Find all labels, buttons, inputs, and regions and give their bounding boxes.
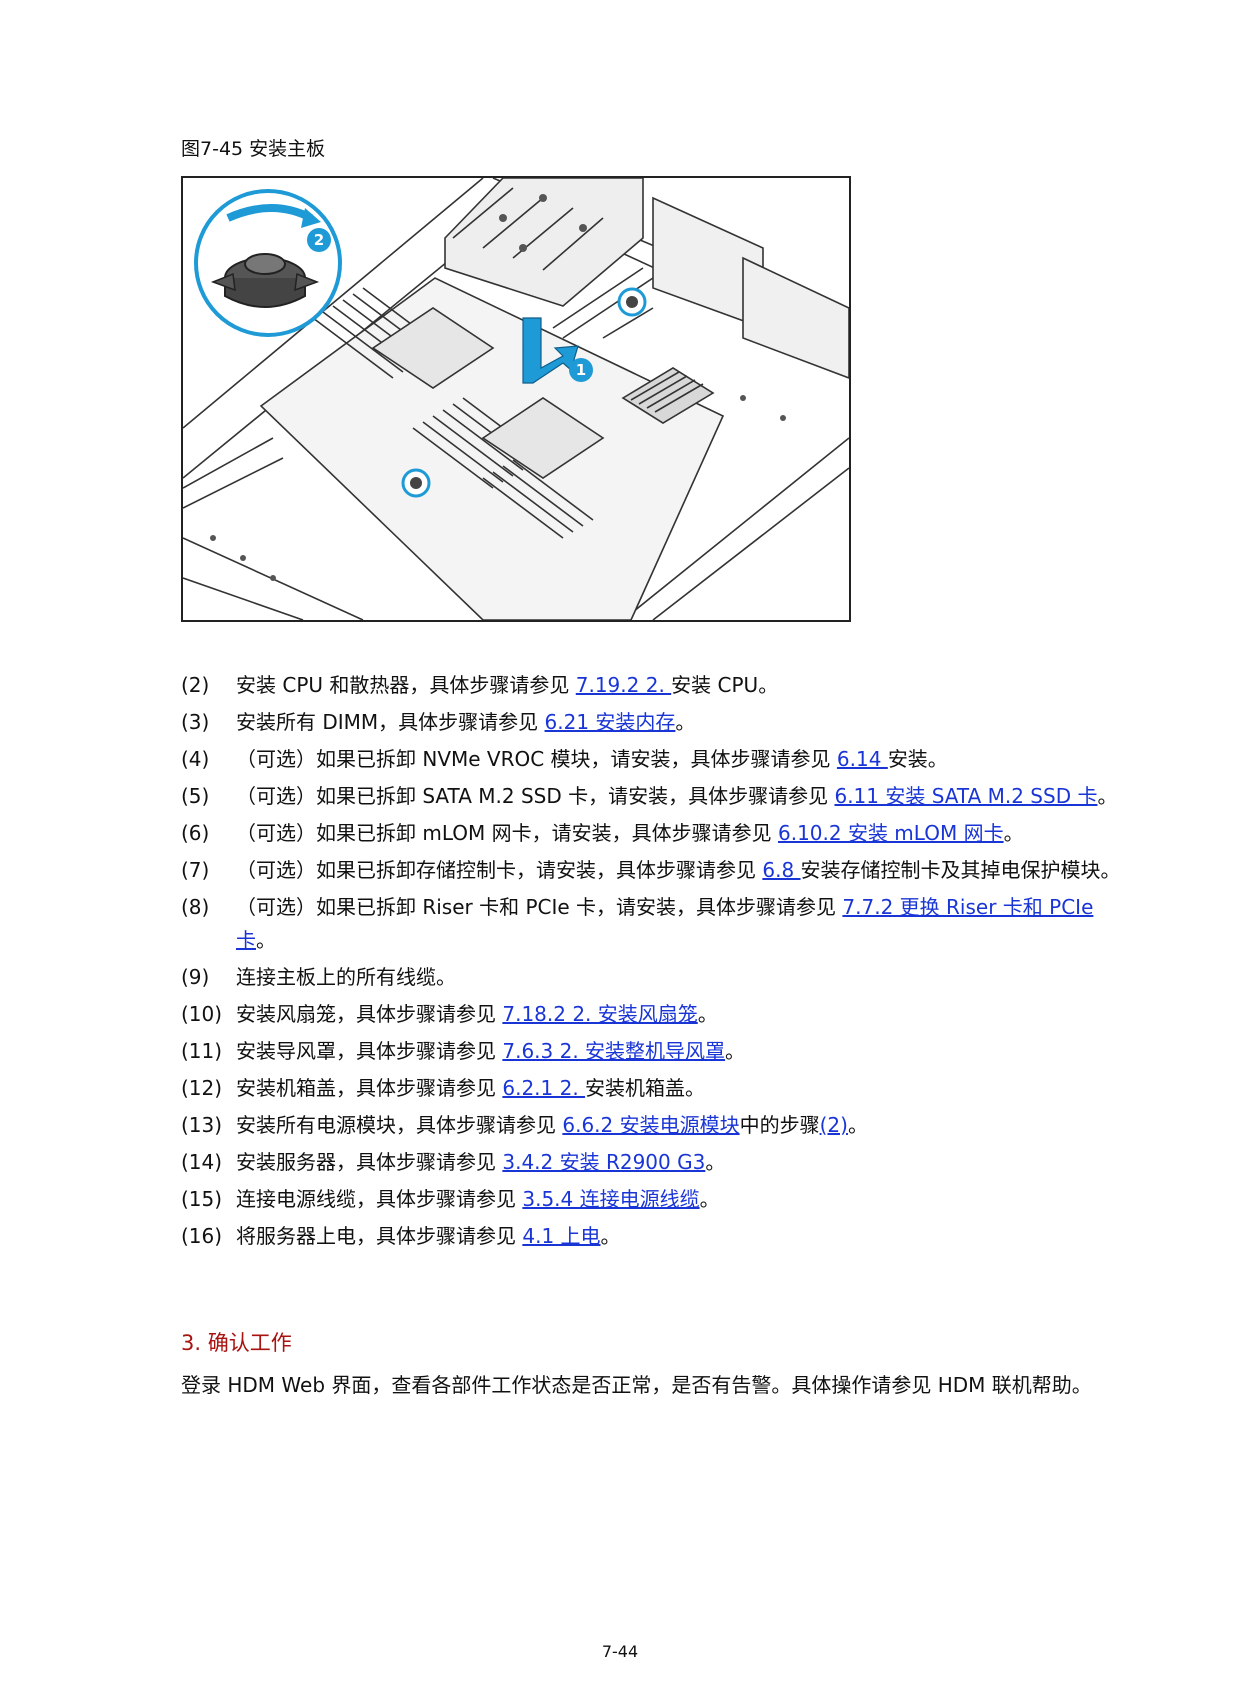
step-text: 将服务器上电，具体步骤请参见 (236, 1224, 523, 1248)
step-number: (9) (181, 965, 210, 989)
step-number: (11) (181, 1039, 223, 1063)
step-item: (6) （可选）如果已拆卸 mLOM 网卡，请安装，具体步骤请参见 6.10.2 … (181, 817, 1121, 850)
step-text: 安装 CPU。 (671, 673, 779, 697)
step-item: (14) 安装服务器，具体步骤请参见 3.4.2 安装 R2900 G3。 (181, 1146, 1121, 1179)
step-number: (2) (181, 673, 210, 697)
step-text: 安装所有 DIMM，具体步骤请参见 (236, 710, 545, 734)
step-text: 安装机箱盖。 (585, 1076, 706, 1100)
step-number: (10) (181, 1002, 223, 1026)
page-number: 7-44 (601, 1642, 639, 1661)
cross-reference-link[interactable]: 3.5.4 连接电源线缆 (522, 1187, 700, 1211)
step-text: （可选）如果已拆卸 SATA M.2 SSD 卡，请安装，具体步骤请参见 (236, 784, 835, 808)
step-text: 。 (725, 1039, 746, 1063)
cross-reference-link[interactable]: (2) (819, 1113, 848, 1137)
step-number: (4) (181, 747, 210, 771)
step-text: （可选）如果已拆卸 NVMe VROC 模块，请安装，具体步骤请参见 (236, 747, 837, 771)
cross-reference-link[interactable]: 4.1 上电 (522, 1224, 601, 1248)
step-text: （可选）如果已拆卸 Riser 卡和 PCIe 卡，请安装，具体步骤请参见 (236, 895, 843, 919)
step-text: （可选）如果已拆卸 mLOM 网卡，请安装，具体步骤请参见 (236, 821, 778, 845)
step-text: 。 (705, 1150, 726, 1174)
step-item: (8) （可选）如果已拆卸 Riser 卡和 PCIe 卡，请安装，具体步骤请参见… (181, 891, 1121, 957)
step-text: 。 (675, 710, 696, 734)
step-number: (7) (181, 858, 210, 882)
step-text: 。 (256, 928, 276, 952)
step-item: (5)（可选）如果已拆卸 SATA M.2 SSD 卡，请安装，具体步骤请参见 … (181, 780, 1121, 813)
step-number: (5) (181, 784, 210, 808)
step-item: (12) 安装机箱盖，具体步骤请参见 6.2.1 2. 安装机箱盖。 (181, 1072, 1121, 1105)
step-number: (3) (181, 710, 210, 734)
step-text: 。 (1097, 784, 1118, 808)
section-heading: 3. 确认工作 (181, 1331, 292, 1355)
step-item: (10) 安装风扇笼，具体步骤请参见 7.18.2 2. 安装风扇笼。 (181, 998, 1121, 1031)
step-text: 安装存储控制卡及其掉电保护模块。 (800, 858, 1121, 882)
step-text: 。 (847, 1113, 868, 1137)
step-number: (12) (181, 1076, 223, 1100)
cross-reference-link[interactable]: 6.11 安装 SATA M.2 SSD 卡 (834, 784, 1098, 808)
step-text: 连接主板上的所有线缆。 (236, 965, 456, 989)
step-item: (9) 连接主板上的所有线缆。 (181, 961, 1121, 994)
step-text: 安装机箱盖，具体步骤请参见 (236, 1076, 503, 1100)
cross-reference-link[interactable]: 6.14 (836, 747, 888, 771)
step-text: 中的步骤 (739, 1113, 820, 1137)
step-item: (2) 安装 CPU 和散热器，具体步骤请参见 7.19.2 2. 安装 CPU。 (181, 669, 1121, 702)
step-number: (14) (181, 1150, 223, 1174)
cross-reference-link[interactable]: 7.7.2 更换 Riser 卡和 PCIe 卡 (236, 895, 1094, 952)
procedure-step-list: (2) 安装 CPU 和散热器，具体步骤请参见 7.19.2 2. 安装 CPU。… (181, 669, 1121, 1257)
cross-reference-link[interactable]: 6.21 安装内存 (544, 710, 676, 734)
step-text: 安装所有电源模块，具体步骤请参见 (236, 1113, 563, 1137)
step-text: 安装 CPU 和散热器，具体步骤请参见 (236, 673, 576, 697)
step-text: 安装风扇笼，具体步骤请参见 (236, 1002, 503, 1026)
figure-caption: 图7-45 安装主板 (181, 138, 326, 160)
body-paragraph: 登录 HDM Web 界面，查看各部件工作状态是否正常，是否有告警。具体操作请参… (181, 1373, 1092, 1397)
cross-reference-link[interactable]: 6.6.2 安装电源模块 (562, 1113, 740, 1137)
step-number: (16) (181, 1224, 223, 1248)
step-number: (13) (181, 1113, 223, 1137)
cross-reference-link[interactable]: 7.18.2 2. 安装风扇笼 (502, 1002, 698, 1026)
step-item: (15) 连接电源线缆，具体步骤请参见 3.5.4 连接电源线缆。 (181, 1183, 1121, 1216)
cross-reference-link[interactable]: 3.4.2 安装 R2900 G3 (502, 1150, 706, 1174)
cross-reference-link[interactable]: 6.8 (762, 858, 801, 882)
step-item: (3) 安装所有 DIMM，具体步骤请参见 6.21 安装内存。 (181, 706, 1121, 739)
cross-reference-link[interactable]: 6.2.1 2. (502, 1076, 586, 1100)
motherboard-illustration: 1 2 (181, 176, 851, 622)
step-item: (7) （可选）如果已拆卸存储控制卡，请安装，具体步骤请参见 6.8 安装存储控制… (181, 854, 1121, 887)
step-number: (15) (181, 1187, 223, 1211)
step-text: （可选）如果已拆卸存储控制卡，请安装，具体步骤请参见 (236, 858, 763, 882)
callout-badge-1: 1 (569, 358, 593, 382)
cross-reference-link[interactable]: 6.10.2 安装 mLOM 网卡 (777, 821, 1004, 845)
step-text: 安装服务器，具体步骤请参见 (236, 1150, 503, 1174)
step-item: (11) 安装导风罩，具体步骤请参见 7.6.3 2. 安装整机导风罩。 (181, 1035, 1121, 1068)
step-number: (8) (181, 895, 210, 919)
cross-reference-link[interactable]: 7.19.2 2. (575, 673, 672, 697)
step-item: (4) （可选）如果已拆卸 NVMe VROC 模块，请安装，具体步骤请参见 6.… (181, 743, 1121, 776)
callout-badge-2: 2 (307, 228, 331, 252)
step-text: 。 (1003, 821, 1024, 845)
step-text: 。 (697, 1002, 718, 1026)
step-text: 。 (699, 1187, 720, 1211)
step-text: 连接电源线缆，具体步骤请参见 (236, 1187, 523, 1211)
step-number: (6) (181, 821, 210, 845)
step-text: 。 (600, 1224, 621, 1248)
step-text: 安装。 (887, 747, 948, 771)
step-text: 安装导风罩，具体步骤请参见 (236, 1039, 503, 1063)
cross-reference-link[interactable]: 7.6.3 2. 安装整机导风罩 (502, 1039, 726, 1063)
step-item: (13) 安装所有电源模块，具体步骤请参见 6.6.2 安装电源模块中的步骤(2)… (181, 1109, 1121, 1142)
step-item: (16) 将服务器上电，具体步骤请参见 4.1 上电。 (181, 1220, 1121, 1253)
